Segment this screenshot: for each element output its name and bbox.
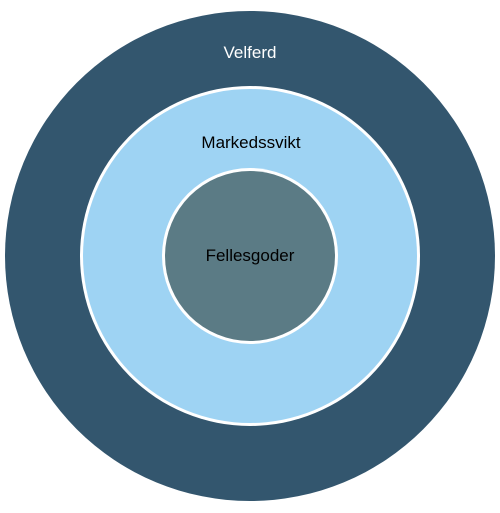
- fellesgoder-label: Fellesgoder: [206, 246, 295, 265]
- markedssvikt-label: Markedssvikt: [201, 133, 300, 152]
- velferd-label: Velferd: [224, 43, 277, 62]
- fellesgoder-circle: [165, 171, 335, 341]
